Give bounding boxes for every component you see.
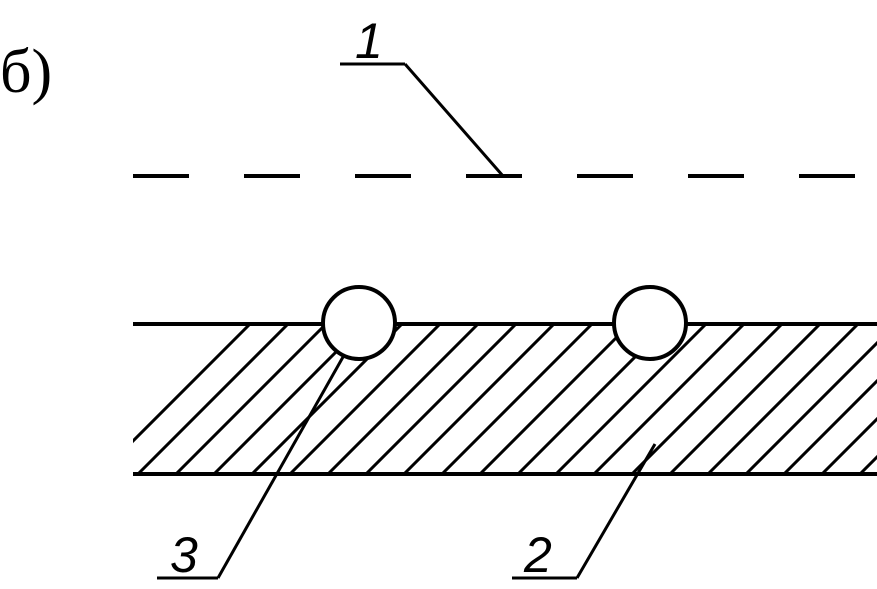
leader-1: [340, 62, 505, 177]
callout-2-label: 2: [523, 527, 552, 583]
hatch-line: [174, 324, 328, 474]
hatch-line: [364, 324, 518, 474]
hatch-line: [402, 324, 556, 474]
circle-left: [321, 285, 397, 361]
hatch-pattern: [133, 324, 877, 474]
hatch-line: [440, 324, 594, 474]
hatch-line: [326, 324, 480, 474]
leader-2: [512, 443, 657, 580]
hatch-line: [782, 378, 877, 474]
hatch-line: [668, 324, 822, 474]
figure-label: б): [0, 38, 52, 106]
leader-3: [157, 356, 345, 580]
hatch-line: [136, 324, 290, 474]
hatch-line: [592, 324, 746, 474]
hatch-line: [478, 324, 632, 474]
hatch-line: [288, 324, 442, 474]
hatch-line: [744, 340, 877, 474]
hatch-line: [630, 324, 784, 474]
hatched-layer: [133, 322, 877, 476]
hatch-line: [706, 324, 860, 474]
hatch-line: [133, 324, 252, 444]
hatch-line: [820, 416, 877, 474]
hatch-line: [554, 324, 708, 474]
circle-right: [612, 285, 688, 361]
callout-3-label: 3: [170, 527, 198, 583]
callout-1-label: 1: [355, 13, 383, 69]
